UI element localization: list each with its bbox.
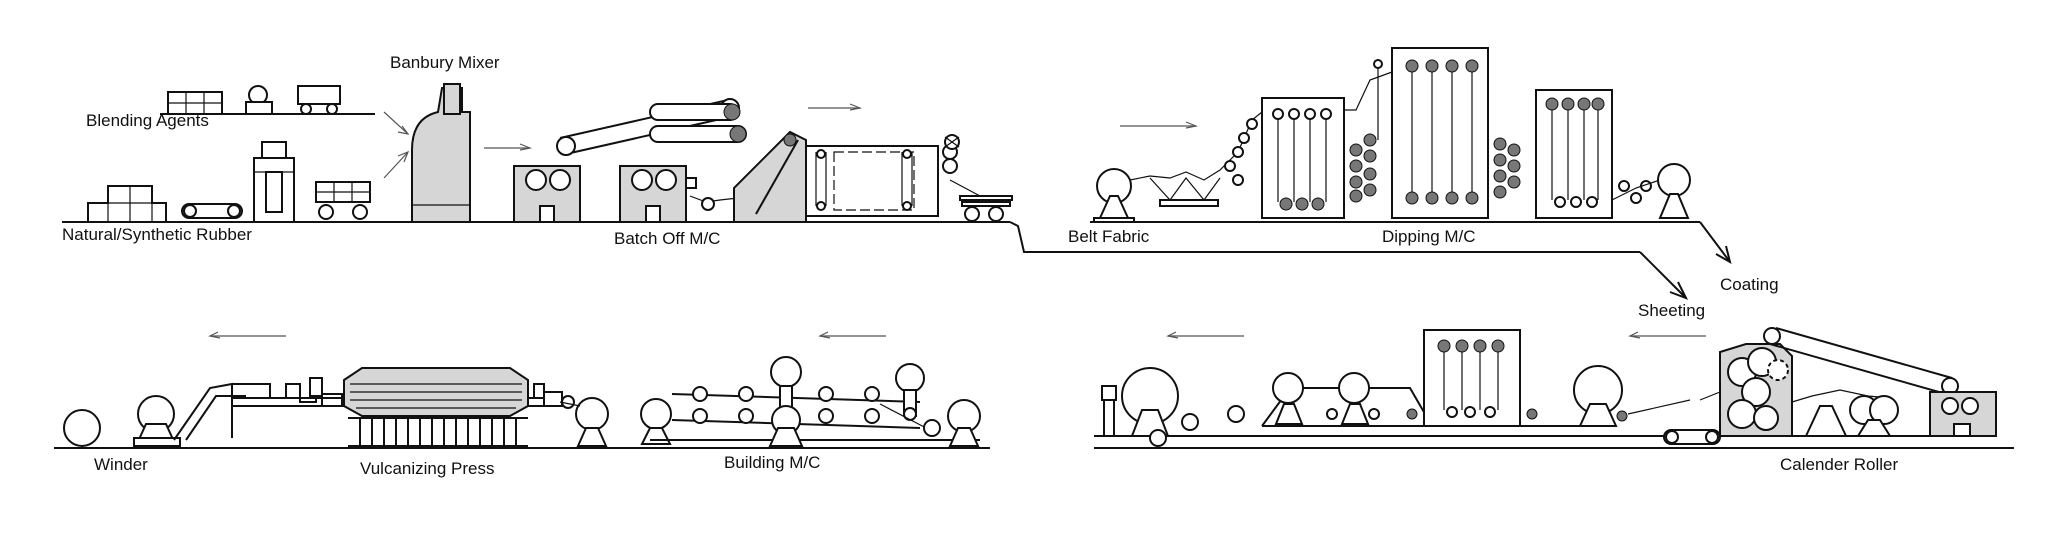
belt-fabric-label: Belt Fabric bbox=[1068, 227, 1150, 246]
batch-off-label: Batch Off M/C bbox=[614, 229, 720, 248]
flow-connector bbox=[1009, 221, 1640, 253]
calender-roller-label: Calender Roller bbox=[1780, 455, 1898, 474]
natural-synthetic-rubber-label: Natural/Synthetic Rubber bbox=[62, 225, 252, 244]
calender-section bbox=[1094, 327, 2014, 449]
vulcanizing-press-label: Vulcanizing Press bbox=[360, 459, 495, 478]
mixing-section bbox=[62, 83, 1013, 223]
winder-label: Winder bbox=[94, 455, 148, 474]
building-label: Building M/C bbox=[724, 453, 820, 472]
dipping-section bbox=[1090, 47, 1732, 265]
lower-left-section bbox=[54, 331, 990, 449]
dipping-label: Dipping M/C bbox=[1382, 227, 1476, 246]
festoon-loops bbox=[815, 149, 913, 211]
building-rolls bbox=[692, 386, 880, 424]
blending-agents-label: Blending Agents bbox=[86, 111, 209, 130]
banbury-mixer-label: Banbury Mixer bbox=[390, 53, 500, 72]
sheeting-label: Sheeting bbox=[1638, 301, 1705, 320]
coating-label: Coating bbox=[1720, 275, 1779, 294]
